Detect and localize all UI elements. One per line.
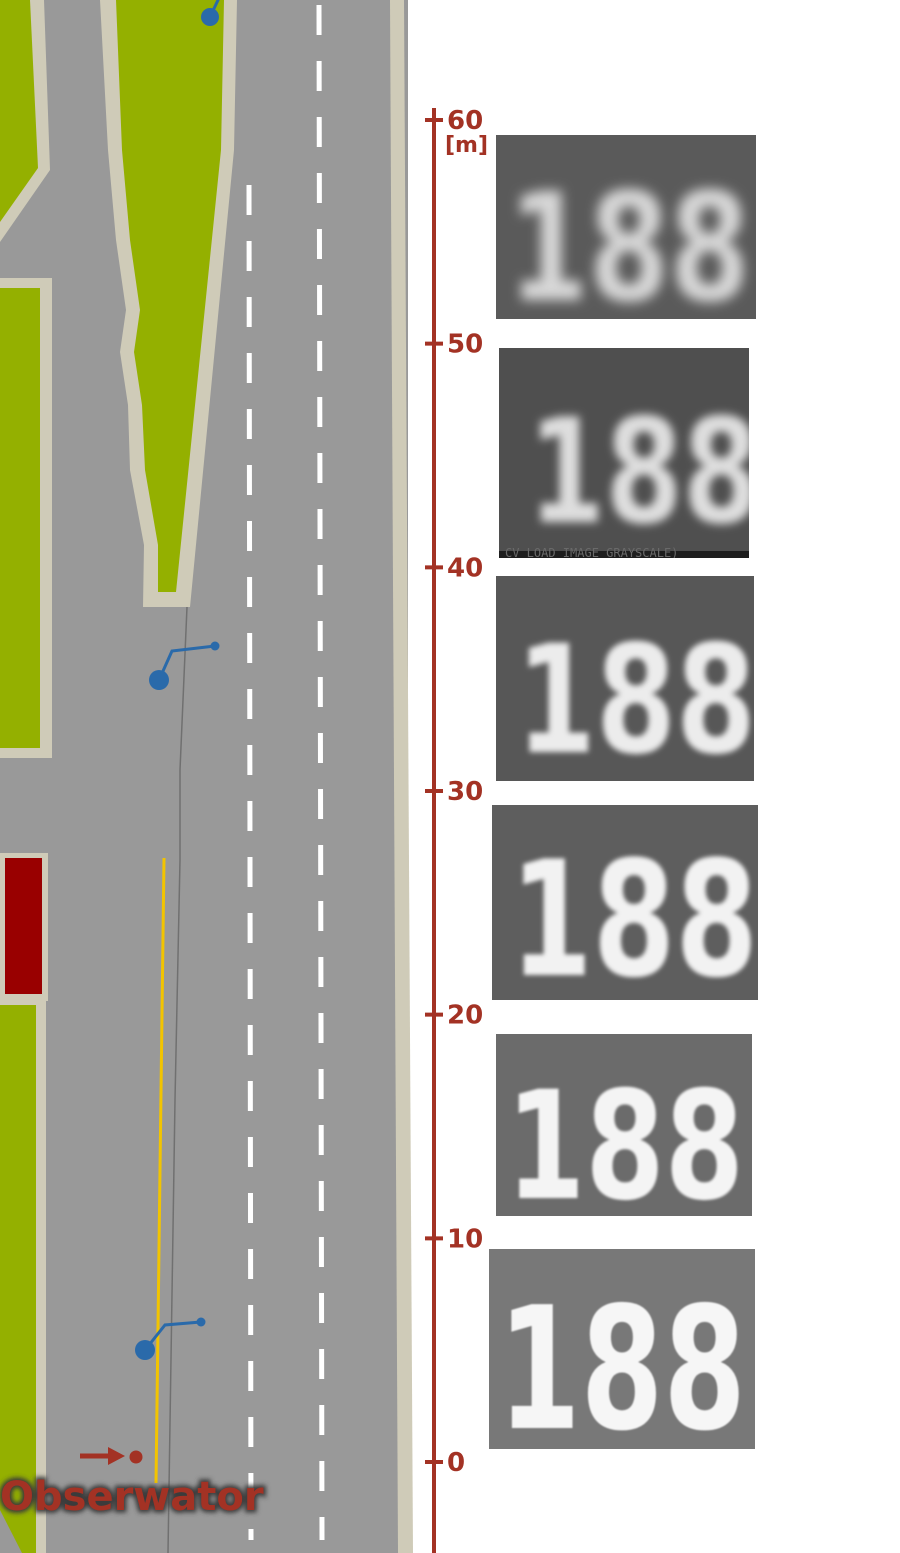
marker-bottom: [135, 1317, 206, 1360]
plate-samples: 188188CV_LOAD_IMAGE_GRAYSCALE)1881881881…: [489, 135, 760, 1469]
road-edge-line: [167, 606, 188, 1553]
plate-crop-background: [496, 1034, 752, 1216]
scale-tick-label: 20: [447, 1001, 483, 1031]
grass-block-lower: [0, 995, 46, 1553]
plate-crop: 188: [489, 1249, 755, 1469]
observer-label: Obserwator: [0, 1474, 264, 1520]
observer-label-shadow: Obserwator: [0, 1474, 264, 1520]
plate-digits: 188: [510, 826, 758, 1013]
lane-dashes-left: [246, 184, 254, 1541]
plate-crop-background: [492, 805, 758, 1000]
scale-tick-label: 60: [447, 106, 483, 136]
plate-caption: CV_LOAD_IMAGE_GRAYSCALE): [505, 546, 678, 560]
plate-digits: 188: [498, 1271, 746, 1469]
median-island: [100, 0, 237, 607]
map: Obserwator Obserwator: [0, 0, 413, 1553]
scale-tick-label: 50: [447, 330, 483, 360]
plate-digits: 188: [528, 388, 760, 557]
plate-crop-background: [489, 1249, 755, 1449]
marker-top: [201, 0, 220, 26]
scale-tick-label: 10: [447, 1224, 483, 1254]
grass-top-left: [0, 0, 50, 242]
observer-arrow: [80, 1447, 143, 1465]
scale-ticks: 60 50 40 30 20 10 0: [425, 106, 483, 1478]
plate-digits: 188: [508, 162, 750, 336]
plate-crop: 188: [496, 1034, 752, 1234]
scale-tick-label: 40: [447, 553, 483, 583]
right-curb: [390, 0, 413, 1553]
plate-crop: 188: [496, 135, 756, 336]
plate-crop: 188: [492, 805, 758, 1013]
scale-tick-label: 30: [447, 777, 483, 807]
grass-block-upper: [0, 278, 52, 758]
marker-middle: [149, 641, 220, 690]
plate-crop: 188: [496, 576, 756, 788]
plate-digits: 188: [516, 614, 756, 788]
plate-crop-background: [499, 348, 749, 558]
observer-label-group: Obserwator Obserwator: [0, 1472, 266, 1523]
building-roof: [5, 858, 42, 994]
plate-crop-background: [496, 576, 754, 781]
plate-digits: 188: [506, 1060, 744, 1234]
plate-crop-background: [496, 135, 756, 319]
scale-tick-label: 0: [447, 1448, 465, 1478]
yellow-line: [154, 857, 166, 1484]
distance-scale: 60 50 40 30 20 10 0 [m]: [425, 106, 488, 1553]
scale-unit-label: [m]: [445, 133, 488, 158]
